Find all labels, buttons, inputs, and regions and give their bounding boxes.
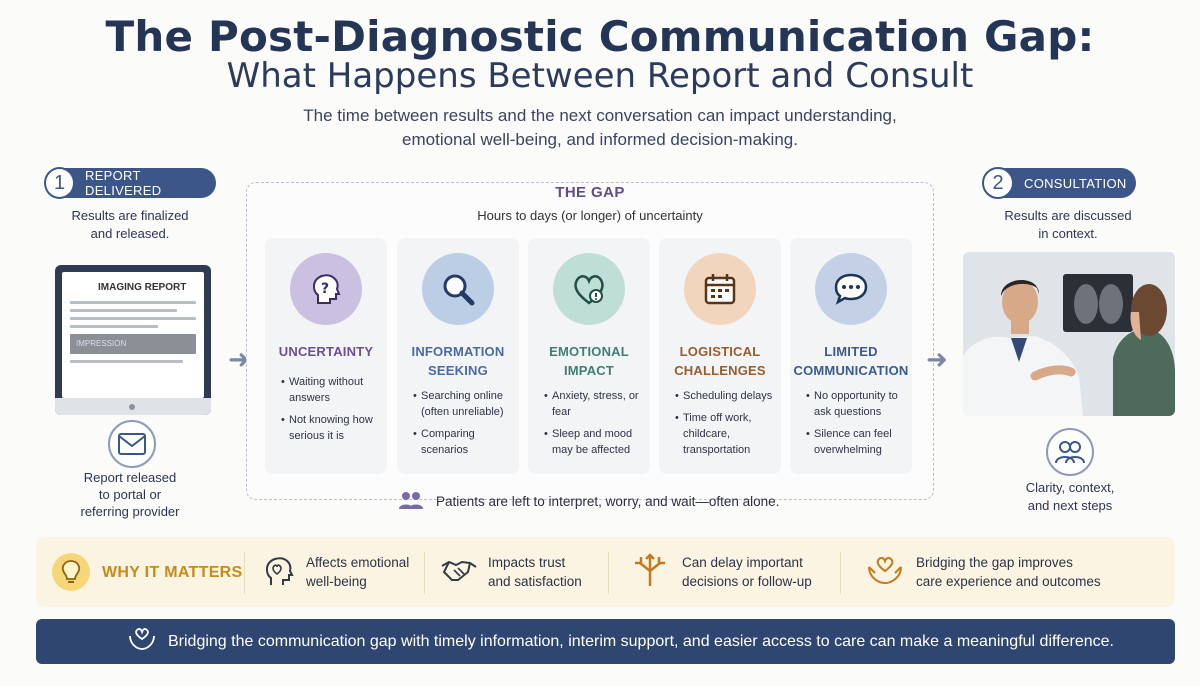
- list-item: Anxiety, stress, or fear: [544, 388, 644, 420]
- text-line: [70, 360, 184, 363]
- impression-block: IMPRESSION: [70, 334, 196, 354]
- diverging-arrows-icon: [630, 552, 670, 592]
- calendar-icon: [684, 253, 756, 325]
- divider: [244, 552, 245, 594]
- step-label: CONSULTATION: [1024, 175, 1127, 191]
- step-number: 1: [44, 167, 75, 199]
- gap-subtitle: Hours to days (or longer) of uncertainty: [477, 208, 703, 223]
- head-heart-icon: [262, 553, 294, 592]
- step2-description: Results are discussed in context.: [1004, 208, 1132, 241]
- list-item: Scheduling delays: [675, 388, 775, 404]
- divider: [424, 552, 425, 594]
- imaging-report-document: IMAGING REPORT IMPRESSION: [62, 272, 204, 398]
- hands-heart-icon: [866, 553, 904, 592]
- list-item: Sleep and mood may be affected: [544, 426, 644, 458]
- text-line: [70, 317, 196, 320]
- card-title: UNCERTAINTY: [278, 344, 374, 359]
- list-item: No opportunity to ask questions: [806, 388, 906, 420]
- arrow-right-icon: ➜: [228, 344, 250, 374]
- arrow-right-icon: ➜: [926, 344, 948, 374]
- gap-title: THE GAP: [555, 184, 625, 201]
- card-bullets: Waiting without answers Not knowing how …: [281, 374, 381, 450]
- list-item: Comparing scenarios: [413, 426, 513, 458]
- step-label: REPORT DELIVERED: [85, 168, 162, 198]
- report-title: IMAGING REPORT: [98, 282, 187, 293]
- card-bullets: Scheduling delays Time off work, childca…: [675, 388, 775, 464]
- banner-text: Bridging the communication gap with time…: [168, 632, 1114, 650]
- divider: [840, 552, 841, 594]
- speech-bubble-icon: [815, 253, 887, 325]
- list-item: Searching online (often unreliable): [413, 388, 513, 420]
- page-subtitle: What Happens Between Report and Consult: [226, 56, 974, 96]
- monitor-button: [129, 404, 135, 410]
- hands-heart-icon: [128, 626, 156, 657]
- svg-text:?: ?: [321, 281, 329, 297]
- card-bullets: Searching online (often unreliable) Comp…: [413, 388, 513, 464]
- card-bullets: Anxiety, stress, or fear Sleep and mood …: [544, 388, 644, 464]
- step-consultation: 2 CONSULTATION: [982, 167, 1136, 199]
- question-head-icon: ?: [290, 253, 362, 325]
- list-item: Waiting without answers: [281, 374, 381, 406]
- text-line: [70, 309, 178, 312]
- closing-banner: Bridging the communication gap with time…: [36, 619, 1175, 664]
- why-label: WHY IT MATTERS: [52, 537, 243, 607]
- card-uncertainty: ? UNCERTAINTY Waiting without answers No…: [265, 238, 387, 474]
- handshake-icon: [440, 556, 478, 589]
- step1-description: Results are finalized and released.: [71, 208, 189, 241]
- monitor-illustration: IMAGING REPORT IMPRESSION: [55, 265, 211, 415]
- people-icon: [398, 490, 424, 513]
- intro-text: The time between results and the next co…: [303, 106, 897, 149]
- magnifier-icon: [422, 253, 494, 325]
- step2-note: Clarity, context, and next steps: [1025, 480, 1115, 513]
- envelope-icon: [108, 420, 156, 468]
- people-consult-icon: [1046, 428, 1094, 476]
- step-report-delivered: 1 REPORT DELIVERED: [44, 167, 216, 199]
- card-bullets: No opportunity to ask questions Silence …: [806, 388, 906, 464]
- text-line: [70, 301, 196, 304]
- text-line: [70, 325, 159, 328]
- consultation-photo: [963, 252, 1175, 416]
- list-item: Silence can feel overwhelming: [806, 426, 906, 458]
- page-title: The Post-Diagnostic Communication Gap:: [105, 12, 1095, 61]
- gap-footer: Patients are left to interpret, worry, a…: [398, 490, 779, 513]
- why-it-matters-panel: [36, 537, 1175, 607]
- list-item: Not knowing how serious it is: [281, 412, 381, 444]
- step1-note: Report released to portal or referring p…: [80, 470, 180, 519]
- list-item: Time off work, childcare, transportation: [675, 410, 775, 458]
- divider: [608, 552, 609, 594]
- step-number: 2: [982, 167, 1014, 199]
- heart-alert-icon: [553, 253, 625, 325]
- lightbulb-icon: [52, 553, 90, 591]
